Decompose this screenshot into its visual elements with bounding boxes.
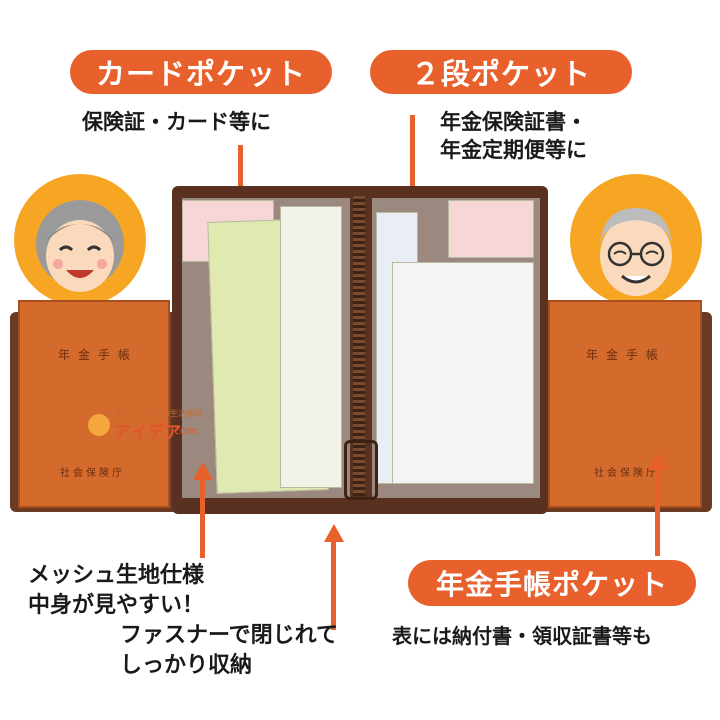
mesh-desc-line1: メッシュ生地仕様: [28, 563, 205, 588]
left-pension-booklet: 年金手帳 社会保険庁: [18, 300, 170, 508]
booklet-arrow: [655, 468, 660, 556]
mesh-arrow: [200, 478, 205, 558]
grandmother-illustration: [14, 174, 146, 306]
double-pocket-arrow: [410, 115, 415, 227]
grandfather-face-icon: [600, 208, 672, 296]
mesh-arrow-head: [193, 462, 213, 480]
right-booklet-title: 年金手帳: [586, 348, 667, 362]
zipper-pull: [344, 440, 378, 500]
booklet-arrow-head: [648, 452, 668, 470]
card-pocket-desc: 保険証・カード等に: [82, 110, 271, 134]
center-zipper: [353, 196, 365, 496]
double-pocket-title: ２段ポケット: [370, 50, 632, 94]
watermark-logo: 便利・キレイの生活雑貨 アイデア com: [88, 408, 208, 444]
zipper-arrow-head: [324, 524, 344, 542]
left-booklet-title: 年金手帳: [58, 348, 139, 362]
card-in-right-pocket: [448, 200, 534, 258]
pale-document-left: [280, 206, 342, 488]
card-pocket-title: カードポケット: [70, 50, 332, 94]
zipper-desc-line2: しっかり収納: [120, 653, 253, 678]
grandmother-face-icon: [36, 200, 124, 292]
grandfather-illustration: [570, 174, 702, 306]
watermark-brand-suffix: com: [174, 424, 198, 437]
booklet-pocket-title: 年金手帳ポケット: [408, 560, 696, 606]
booklet-pocket-desc: 表には納付書・領収証書等も: [392, 624, 652, 648]
mesh-desc-line2: 中身が見やすい！: [28, 593, 205, 618]
zipper-arrow: [331, 540, 336, 630]
card-pocket-arrow: [238, 145, 243, 193]
double-pocket-desc-line2: 年金定期便等に: [440, 138, 587, 162]
watermark-brand: アイデア: [114, 423, 182, 443]
right-pension-booklet: 年金手帳 社会保険庁: [548, 300, 702, 508]
pension-statement: [392, 262, 534, 484]
double-pocket-desc-line1: 年金保険証書・: [440, 110, 587, 134]
right-booklet-footer: 社会保険庁: [594, 468, 659, 479]
watermark-circle-icon: [88, 414, 110, 436]
left-booklet-footer: 社会保険庁: [60, 468, 125, 479]
watermark-tagline: 便利・キレイの生活雑貨: [114, 409, 202, 418]
zipper-desc-line1: ファスナーで閉じれて: [120, 623, 339, 648]
